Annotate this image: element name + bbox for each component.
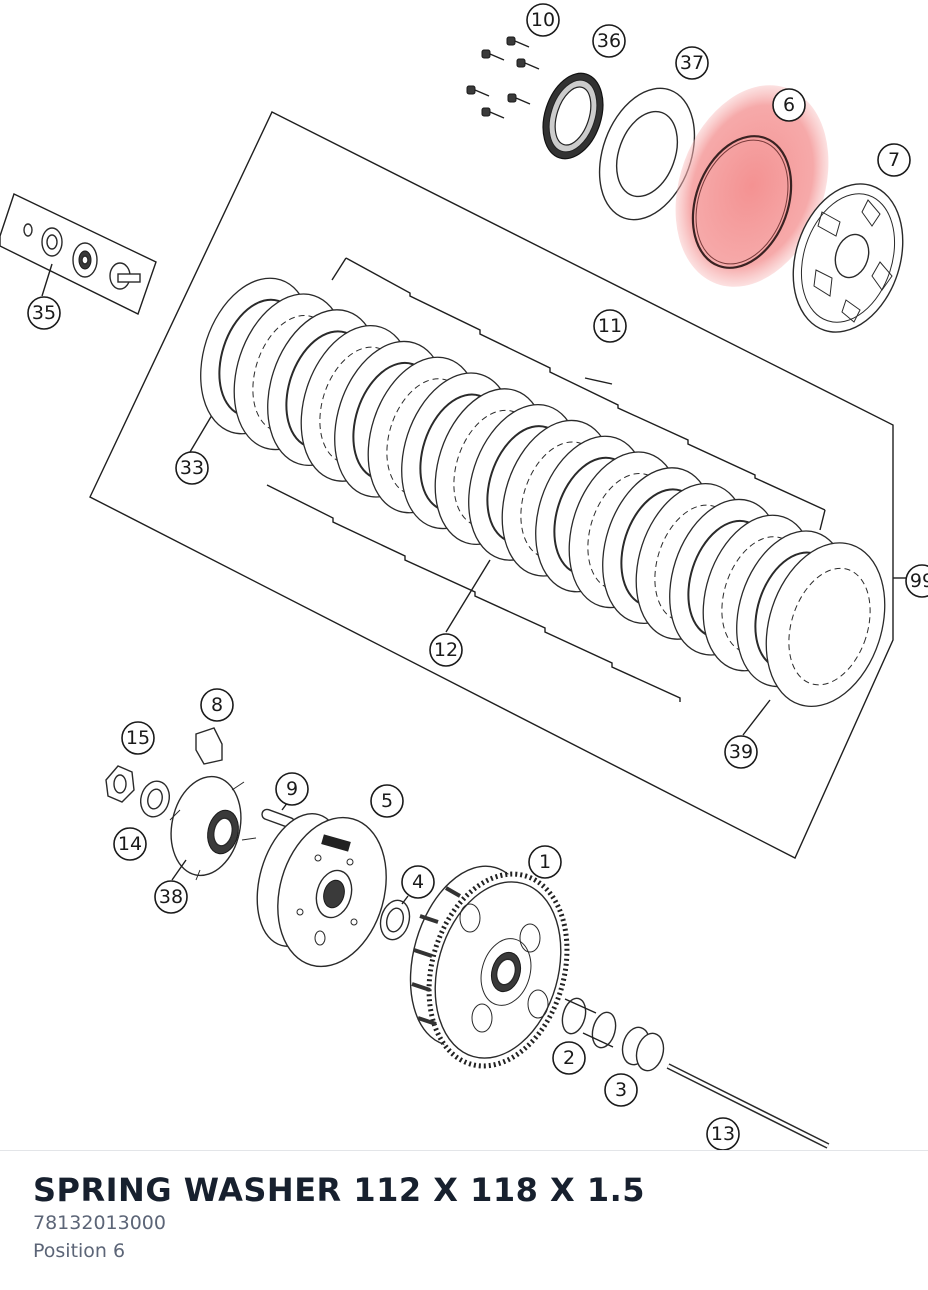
callout-label: 4 <box>412 871 424 893</box>
callout-36[interactable]: 36 <box>592 24 626 58</box>
callout-11[interactable]: 11 <box>593 309 627 343</box>
bearing-part-36[interactable] <box>533 66 613 167</box>
thrust-washer-part-4[interactable] <box>376 897 413 943</box>
callout-5[interactable]: 5 <box>370 784 404 818</box>
callout-39[interactable]: 39 <box>724 735 758 769</box>
callout-8[interactable]: 8 <box>200 688 234 722</box>
callout-label: 3 <box>615 1079 627 1101</box>
clutch-plate-stack[interactable] <box>182 264 905 722</box>
callout-label: 15 <box>126 727 150 749</box>
callout-label: 6 <box>783 94 795 116</box>
lined-plates-bracket-side <box>331 257 347 281</box>
clutch-hub-part-5[interactable] <box>243 804 403 980</box>
callout-9[interactable]: 9 <box>275 772 309 806</box>
callout-3[interactable]: 3 <box>604 1073 638 1107</box>
callout-labels: 10363767351133991239815951438412313 <box>27 3 928 1150</box>
callout-15[interactable]: 15 <box>121 721 155 755</box>
steel-plates-bracket-bottom <box>266 484 681 702</box>
callout-37[interactable]: 37 <box>675 46 709 80</box>
part-info-panel: SPRING WASHER 112 X 118 X 1.5 7813201300… <box>0 1150 928 1290</box>
callout-10[interactable]: 10 <box>526 3 560 37</box>
callout-leader-12 <box>445 559 491 633</box>
callout-7[interactable]: 7 <box>877 143 911 177</box>
callout-14[interactable]: 14 <box>113 827 147 861</box>
callout-label: 7 <box>888 149 900 171</box>
callout-label: 2 <box>563 1047 575 1069</box>
bearing-part-2[interactable] <box>559 996 620 1050</box>
callout-99[interactable]: 99 <box>905 564 928 598</box>
exploded-parts-diagram[interactable]: 10363767351133991239815951438412313 <box>0 0 928 1150</box>
callout-label: 13 <box>711 1123 735 1145</box>
inner-hub-part-38[interactable] <box>162 770 257 882</box>
screws-part-10[interactable] <box>466 36 540 119</box>
part-number: 78132013000 <box>33 1212 166 1234</box>
callout-33[interactable]: 33 <box>175 451 209 485</box>
clutch-basket-part-1[interactable] <box>391 852 589 1082</box>
callout-6[interactable]: 6 <box>772 88 806 122</box>
callout-label: 37 <box>680 52 704 74</box>
callout-label: 39 <box>729 741 753 763</box>
plate-pack-bracket <box>89 111 894 859</box>
callout-label: 9 <box>286 778 298 800</box>
callout-2[interactable]: 2 <box>552 1041 586 1075</box>
callout-label: 33 <box>180 457 204 479</box>
callout-label: 38 <box>159 886 183 908</box>
callout-label: 10 <box>531 9 555 31</box>
lined-plates-bracket-top <box>345 257 826 511</box>
callout-13[interactable]: 13 <box>706 1117 740 1150</box>
part-title: SPRING WASHER 112 X 118 X 1.5 <box>33 1171 646 1209</box>
spacer-part-8[interactable] <box>195 727 223 765</box>
callout-38[interactable]: 38 <box>154 880 188 914</box>
push-rod-part-13[interactable] <box>666 1063 830 1149</box>
spring-washer-part-6-highlighted[interactable] <box>649 64 855 309</box>
callout-label: 11 <box>598 315 622 337</box>
seal-part-14[interactable] <box>137 778 173 820</box>
part-position: Position 6 <box>33 1240 126 1262</box>
callout-1[interactable]: 1 <box>528 845 562 879</box>
pressure-plate-part-7[interactable] <box>775 170 921 347</box>
callout-label: 8 <box>211 694 223 716</box>
washer-part-37[interactable] <box>582 75 711 233</box>
lined-plates-bracket-side-right <box>819 509 826 531</box>
callout-label: 99 <box>910 570 928 592</box>
clutch-plate <box>765 542 886 707</box>
callout-label: 35 <box>32 302 56 324</box>
part-35-group[interactable] <box>0 193 157 315</box>
clutch-plate-inner <box>788 567 871 686</box>
callout-12[interactable]: 12 <box>429 633 463 667</box>
callout-label: 12 <box>434 639 458 661</box>
callout-label: 1 <box>539 851 551 873</box>
callout-35[interactable]: 35 <box>27 296 61 330</box>
callout-label: 14 <box>118 833 142 855</box>
bushing-part-3[interactable] <box>619 1024 668 1073</box>
nut-part-15[interactable] <box>105 765 135 803</box>
callout-leader-11 <box>584 377 613 385</box>
callout-label: 36 <box>597 30 621 52</box>
callout-4[interactable]: 4 <box>401 865 435 899</box>
callout-leader-39 <box>742 699 771 736</box>
callout-label: 5 <box>381 790 393 812</box>
